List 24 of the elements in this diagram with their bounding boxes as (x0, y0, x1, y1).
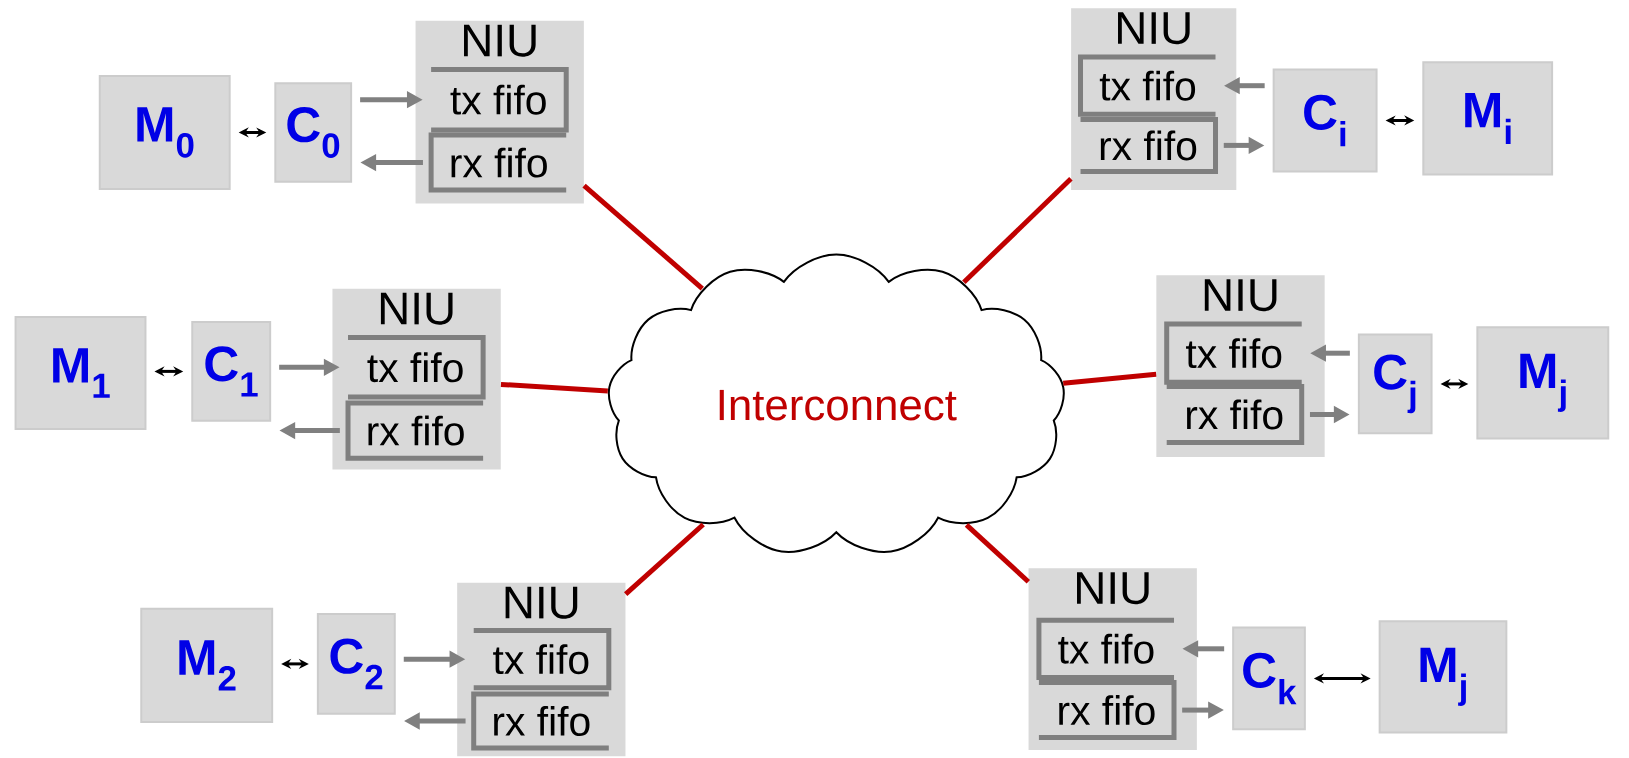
unit-box: M$_{1}$ (14, 315, 147, 431)
unit-box: C$_{j}$ (1357, 333, 1433, 435)
unit-box: C$_{k}$ (1232, 626, 1306, 731)
unit-box: C$_{i}$ (1272, 68, 1378, 173)
fifo-queue: tx fifo (348, 335, 486, 400)
unit-box: M$_{j}$ (1378, 620, 1508, 734)
fifo-queue: rx fifo (345, 400, 484, 461)
unit-box: C$_{2}$ (316, 613, 396, 715)
fifo-queue: tx fifo (473, 628, 612, 691)
fifo-queue: tx fifo (431, 67, 569, 133)
fifo-queue: rx fifo (1080, 117, 1218, 174)
fifo-queue: tx fifo (1164, 321, 1302, 385)
fifo-queue: rx fifo (1166, 384, 1305, 446)
unit-box: M$_{j}$ (1476, 326, 1610, 440)
fifo-queue: tx fifo (1036, 617, 1174, 680)
unit-box: M$_{2}$ (140, 607, 274, 723)
fifo-queue: rx fifo (428, 132, 567, 193)
unit-box: C$_{0}$ (274, 82, 353, 183)
unit-box: M$_{0}$ (98, 74, 231, 191)
fifo-queue: tx fifo (1078, 54, 1216, 117)
unit-box: C$_{1}$ (191, 321, 272, 422)
fifo-queue: rx fifo (471, 691, 609, 751)
fifo-queue: rx fifo (1038, 680, 1177, 741)
unit-box: M$_{i}$ (1422, 61, 1554, 176)
